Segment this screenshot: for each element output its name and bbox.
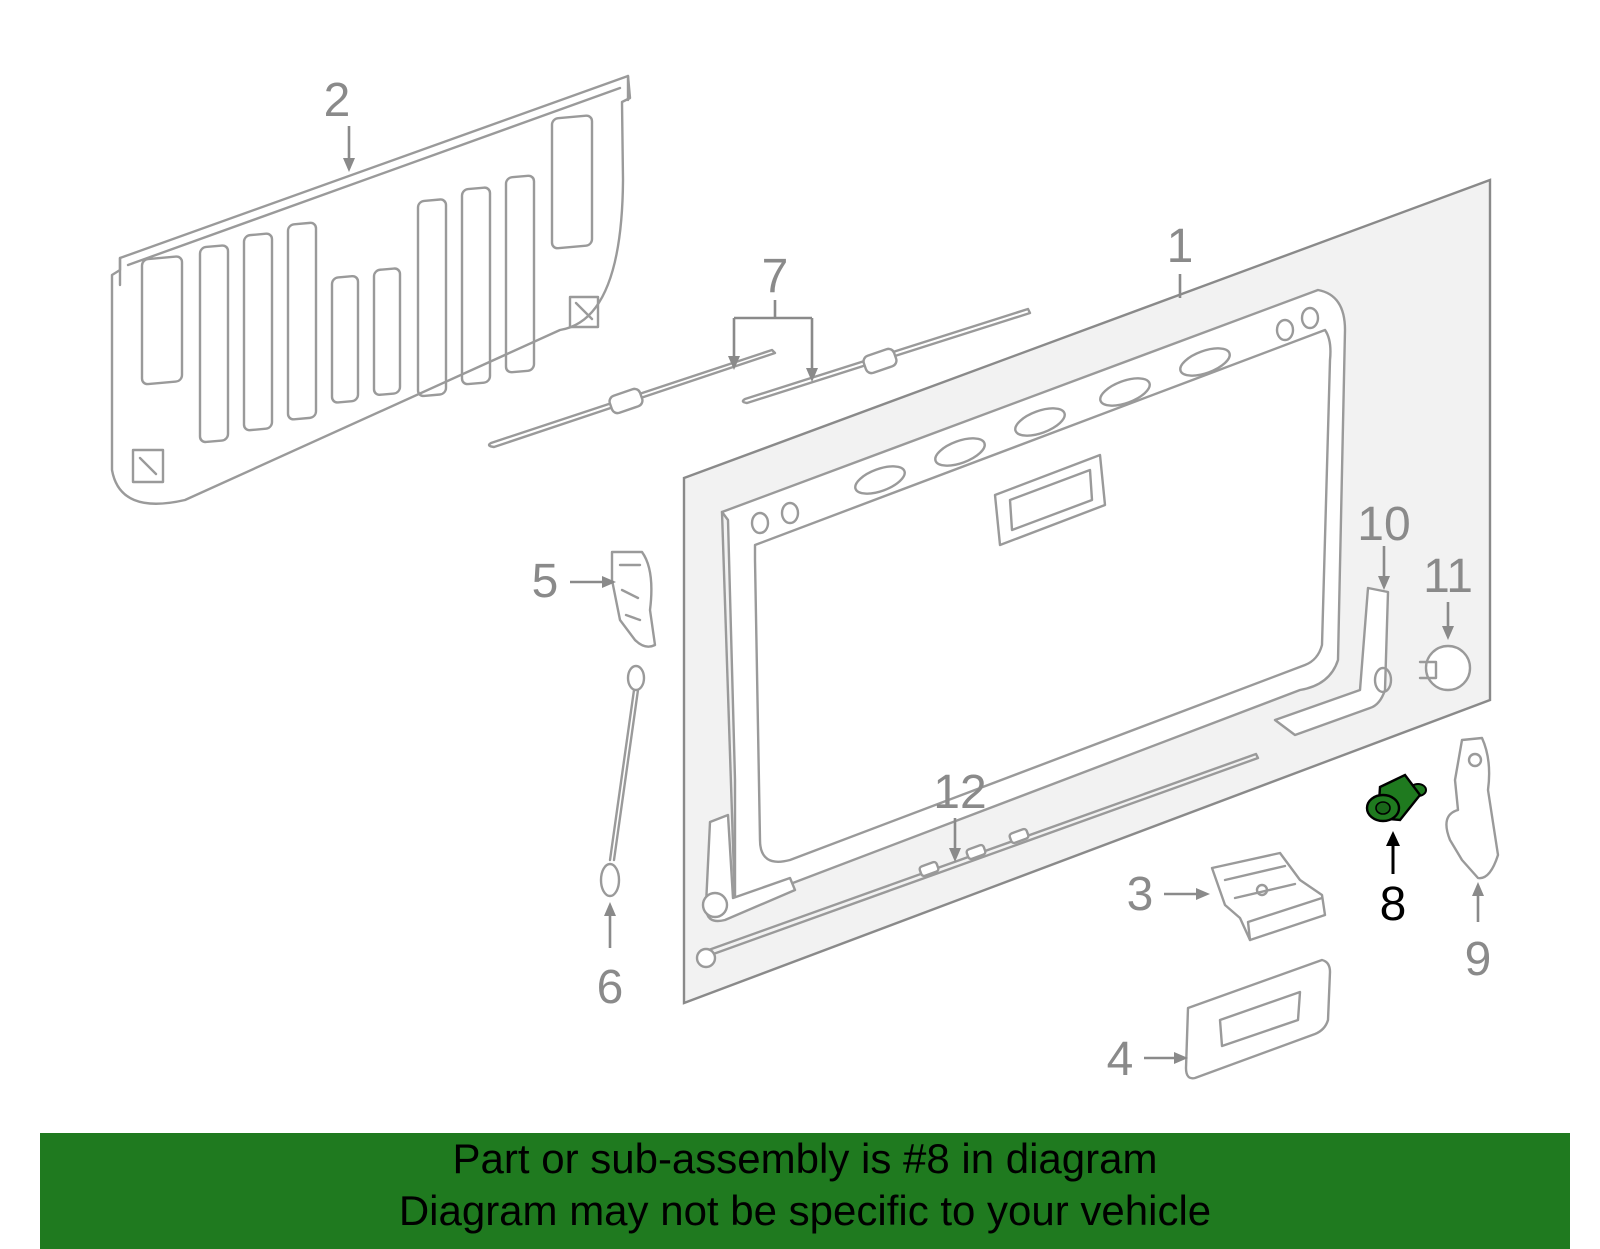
callout-label-9: 9 — [1465, 933, 1492, 986]
callout-label-4: 4 — [1107, 1033, 1134, 1086]
callout-6: 6 — [597, 902, 624, 1014]
part-11-bumper — [1418, 644, 1472, 692]
callout-4: 4 — [1107, 1033, 1188, 1086]
callout-8: 8 — [1380, 831, 1407, 931]
callout-label-12: 12 — [933, 766, 986, 819]
part-2-inner-panel — [110, 74, 632, 505]
callout-label-11: 11 — [1423, 550, 1473, 603]
banner-line-part: Part or sub-assembly is #8 in diagram — [452, 1135, 1158, 1182]
part-4-handle — [1184, 958, 1332, 1080]
callout-2: 2 — [324, 74, 355, 172]
part-3-latch — [1210, 851, 1327, 942]
callout-11: 11 — [1423, 550, 1473, 640]
part-8-bolt-highlighted — [1365, 773, 1427, 823]
banner-line-disclaimer: Diagram may not be specific to your vehi… — [398, 1187, 1212, 1234]
callout-10: 10 — [1357, 498, 1411, 590]
part-info-banner: Part or sub-assembly is #8 in diagram Di… — [40, 1133, 1570, 1249]
callout-12: 12 — [933, 766, 987, 862]
part-1-tailgate — [682, 178, 1492, 1005]
callout-label-5: 5 — [532, 555, 559, 608]
callout-label-6: 6 — [597, 961, 624, 1014]
panel-ribs — [140, 114, 594, 444]
part-9-hinge — [1445, 736, 1500, 880]
callout-label-1: 1 — [1167, 220, 1194, 273]
callout-label-10: 10 — [1357, 498, 1410, 551]
callout-7: 7 — [728, 250, 818, 382]
callout-label-2: 2 — [324, 74, 351, 127]
callout-9: 9 — [1465, 882, 1492, 986]
callout-3: 3 — [1127, 868, 1210, 921]
part-5-bracket — [610, 550, 657, 648]
callout-5: 5 — [532, 555, 616, 608]
part-12-rod — [695, 752, 1260, 969]
callout-label-7: 7 — [762, 250, 789, 303]
callout-label-8: 8 — [1380, 878, 1407, 931]
part-10-hinge-bracket — [1273, 586, 1393, 737]
callout-label-3: 3 — [1127, 868, 1154, 921]
part-7-rods — [487, 307, 1032, 449]
callout-1: 1 — [1167, 220, 1194, 298]
part-6-cable — [599, 664, 646, 898]
